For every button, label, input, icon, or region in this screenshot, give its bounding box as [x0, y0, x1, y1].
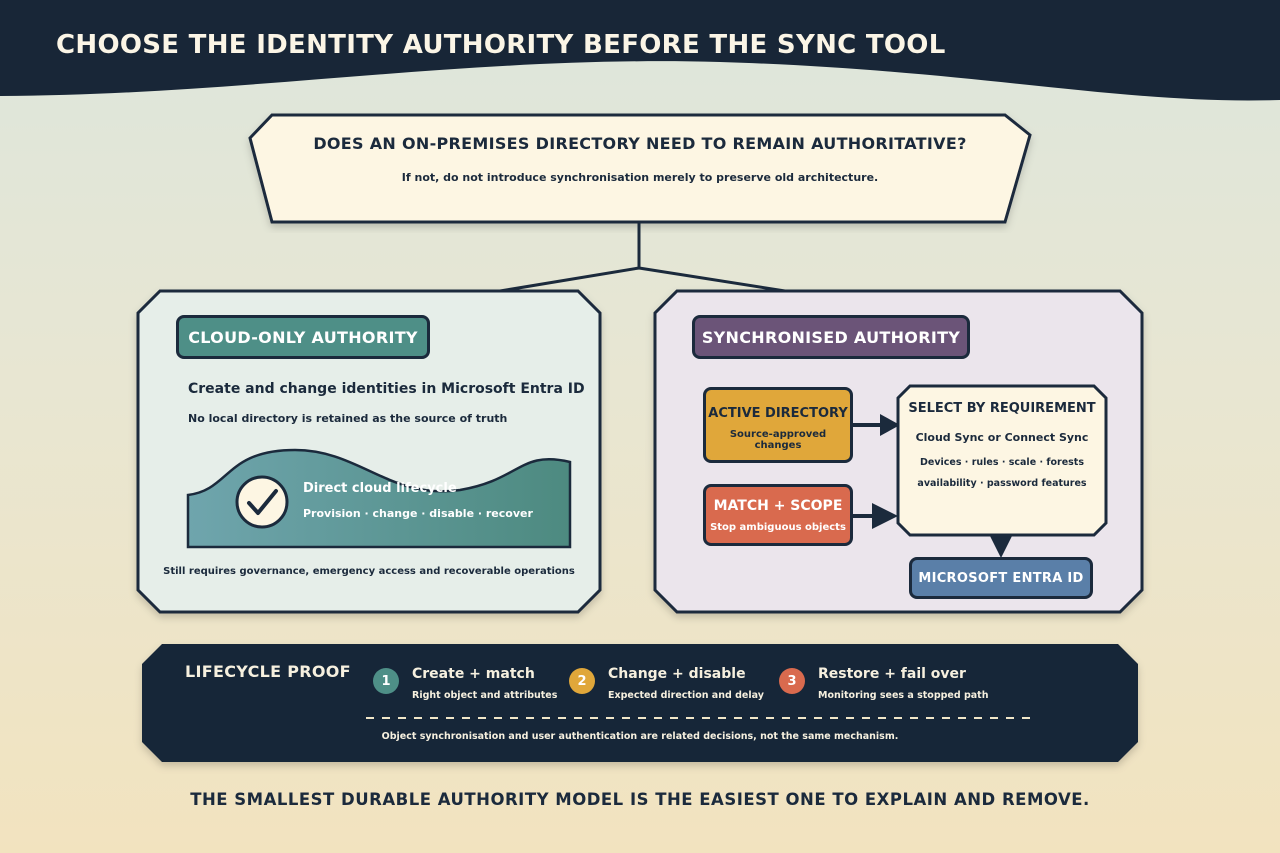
select-requirement-line2: Devices · rules · scale · forests [919, 457, 1084, 468]
select-requirement-panel [896, 384, 1108, 537]
question-subtitle: If not, do not introduce synchronisation… [401, 171, 879, 184]
step-3-badge: 3 [779, 668, 805, 694]
check-circle-icon [235, 475, 289, 529]
active-directory-subtitle: Source-approved changes [729, 429, 827, 451]
step-1-subtitle: Right object and attributes [412, 690, 558, 701]
step-1-title: Create + match [412, 666, 535, 682]
page-title: CHOOSE THE IDENTITY AUTHORITY BEFORE THE… [56, 30, 946, 60]
arrow-head-1 [880, 414, 900, 436]
select-requirement-line1: Cloud Sync or Connect Sync [915, 431, 1089, 444]
step-2-title: Change + disable [608, 666, 746, 682]
lifecycle-subtitle: Provision · change · disable · recover [303, 507, 533, 520]
synchronised-badge: SYNCHRONISED AUTHORITY [692, 315, 970, 359]
match-scope-subtitle: Stop ambiguous objects [710, 522, 846, 533]
question-panel [248, 113, 1032, 224]
entra-id-box: MICROSOFT ENTRA ID [909, 557, 1093, 599]
cloud-only-badge-label: CLOUD-ONLY AUTHORITY [188, 327, 418, 347]
arrow-head-3 [989, 534, 1013, 558]
question-title: DOES AN ON-PREMISES DIRECTORY NEED TO RE… [313, 134, 967, 153]
lifecycle-wave [186, 448, 572, 549]
lifecycle-proof-note: Object synchronisation and user authenti… [381, 731, 899, 742]
check-mark [247, 489, 278, 515]
cloud-only-heading: Create and change identities in Microsof… [188, 381, 585, 397]
match-scope-title: MATCH + SCOPE [713, 498, 843, 514]
active-directory-box: ACTIVE DIRECTORY Source-approved changes [703, 387, 853, 463]
step-1-badge: 1 [373, 668, 399, 694]
footer-statement: THE SMALLEST DURABLE AUTHORITY MODEL IS … [190, 790, 1090, 809]
cloud-only-subheading: No local directory is retained as the so… [188, 412, 508, 425]
match-scope-box: MATCH + SCOPE Stop ambiguous objects [703, 484, 853, 546]
active-directory-title: ACTIVE DIRECTORY [708, 406, 848, 421]
step-3-title: Restore + fail over [818, 666, 966, 682]
step-2-badge: 2 [569, 668, 595, 694]
cloud-only-badge: CLOUD-ONLY AUTHORITY [176, 315, 430, 359]
select-requirement-line3: availability · password features [917, 478, 1087, 489]
entra-id-label: MICROSOFT ENTRA ID [918, 570, 1084, 586]
step-2-subtitle: Expected direction and delay [608, 690, 764, 701]
synchronised-badge-label: SYNCHRONISED AUTHORITY [701, 327, 961, 347]
header-band [0, 0, 1280, 101]
lifecycle-title: Direct cloud lifecycle [303, 481, 457, 496]
select-requirement-title: SELECT BY REQUIREMENT [908, 401, 1096, 416]
lifecycle-proof-title: LIFECYCLE PROOF [185, 662, 351, 681]
cloud-only-footnote: Still requires governance, emergency acc… [163, 566, 575, 577]
step-3-subtitle: Monitoring sees a stopped path [818, 690, 989, 701]
branch-connector [499, 222, 786, 293]
arrow-head-2 [872, 503, 898, 529]
